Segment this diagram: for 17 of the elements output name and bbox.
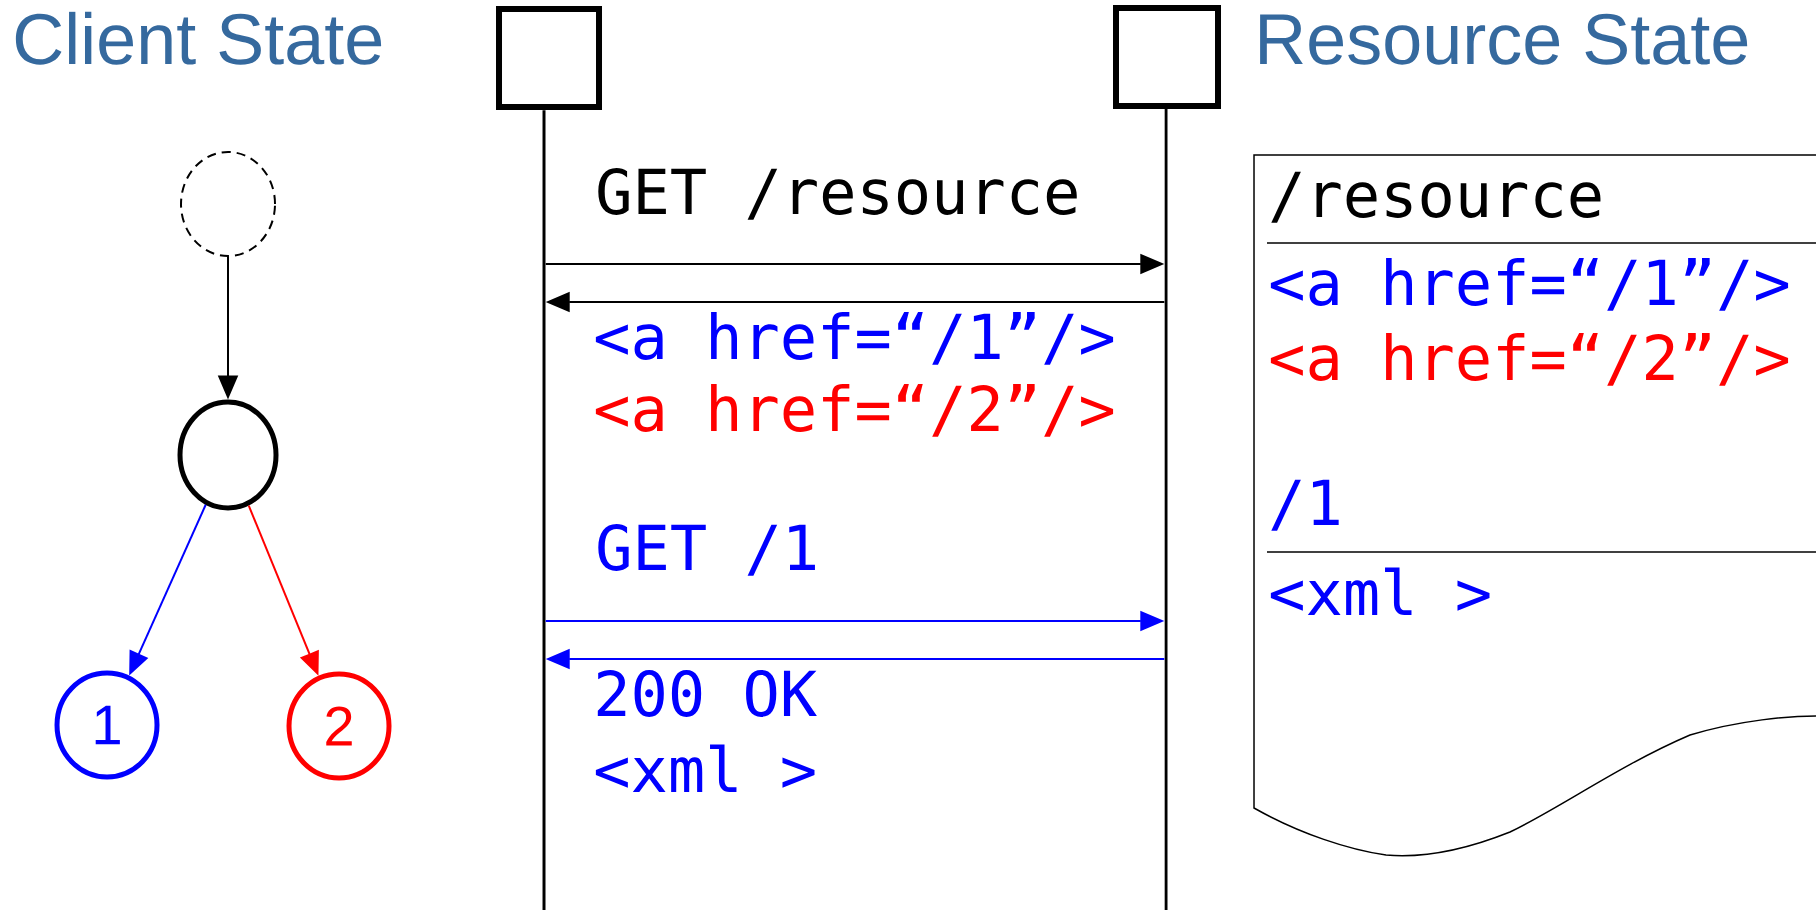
lifeline-head-box (496, 6, 602, 110)
code-text: <a href=“/1”/> (1270, 257, 1789, 311)
code-text: <xml > (1270, 567, 1490, 615)
heading: Client State (15, 11, 382, 65)
code-text: <a href=“/2”/> (1270, 332, 1789, 386)
message-label: GET /1 (593, 522, 822, 578)
code-text: /resource (1271, 171, 1601, 223)
state-circle (180, 151, 276, 257)
lifeline-head-box (1113, 5, 1221, 109)
state-circle (177, 399, 279, 511)
code-text: 200 OK (597, 670, 817, 717)
code-text: <xml > (595, 744, 815, 792)
code-text: <a href=“/1”/> (595, 311, 1114, 365)
message-label: GET /resource (593, 166, 1083, 222)
code-text: /1 (1271, 479, 1339, 531)
code-text: <a href=“/2”/> (595, 383, 1114, 437)
heading: Resource State (1260, 13, 1748, 65)
